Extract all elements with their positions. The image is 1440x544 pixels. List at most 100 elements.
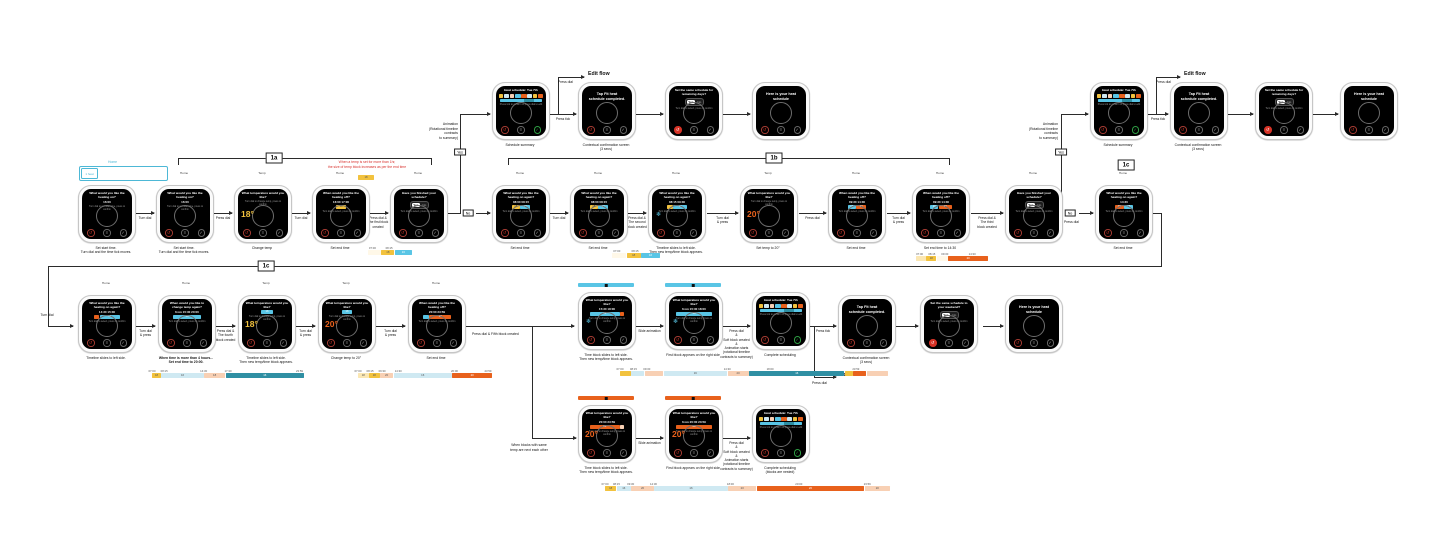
watch-bezel: Tap Fit heat schedule completed. ↺ ≡ ✓ xyxy=(838,295,896,353)
flow-arrow: Turn dial xyxy=(292,211,311,220)
watch-screen[interactable]: What temperature would you like? from 15… xyxy=(665,283,723,357)
watch-screen[interactable]: Home 18 Have you finished your schedule?… xyxy=(390,171,448,243)
badge-label: Temp xyxy=(258,171,266,175)
watch-screen[interactable]: What temperature would you like? 15:30 1… xyxy=(578,283,636,361)
screen-caption: Complete scheduling xyxy=(764,353,796,357)
watch-screen[interactable]: Temp 18 What temperature would you like?… xyxy=(238,281,296,364)
watch-screen[interactable]: Tap Fit heat schedule completed. ↺ ≡ ✓ C… xyxy=(838,295,896,364)
watch-display: Tap Fit heat schedule completed. ↺ ≡ ✓ xyxy=(1174,86,1224,136)
badge-label: Home xyxy=(431,281,441,285)
watch-screen[interactable]: What temperature would you like? 20:00 2… xyxy=(578,396,636,474)
button-row: ↺ ≡ ✓ xyxy=(669,336,719,344)
screen-question: What would you like the heating on? xyxy=(167,191,203,199)
flow-arrow: Press dial xyxy=(214,211,233,220)
timeline-chips: 16 xyxy=(242,310,292,315)
menu-icon: ≡ xyxy=(765,229,773,237)
watch-display: Heat schedule: Tue 7th Press tick to con… xyxy=(496,86,546,136)
screen-caption: Time block slides to left side. Then new… xyxy=(579,466,633,475)
watch-screen[interactable]: Here is your heat schedule ↺ ≡ ✓ xyxy=(1340,82,1398,140)
dial-circle xyxy=(1358,102,1380,124)
confirm-check-icon: ✓ xyxy=(449,339,457,347)
confirm-check-icon: ✓ xyxy=(953,229,961,237)
screen-question: Heat schedule: Tue 7th xyxy=(504,88,538,92)
watch-screen[interactable]: Home 16 When would you like to change te… xyxy=(158,281,216,364)
watch-screen[interactable]: Temp 20 What temperature would you like?… xyxy=(318,281,376,360)
watch-screen[interactable]: Home 16 What would you like the heating … xyxy=(78,281,136,360)
watch-display: When would you like the heating off? 09:… xyxy=(832,189,882,239)
watch-screen[interactable]: Home 20 When would you like the heating … xyxy=(912,171,970,250)
dial-circle xyxy=(252,205,274,227)
menu-icon: ≡ xyxy=(863,339,871,347)
toggle-no: No xyxy=(1037,202,1042,207)
watch-screen[interactable]: Tap Fit heat schedule completed. ↺ ≡ ✓ C… xyxy=(578,82,636,151)
watch-screen[interactable]: Here is your heat schedule ↺ ≡ ✓ xyxy=(752,82,810,140)
watch-screen[interactable]: Home 16 What would you like the heating … xyxy=(570,171,628,250)
screen-caption: Time block slides to left side. Then new… xyxy=(579,353,633,362)
flow-annotation: Home xyxy=(108,160,118,164)
watch-screen[interactable]: Set the same schedule for remaining days… xyxy=(665,82,723,140)
dial-circle xyxy=(96,205,118,227)
summary-bar xyxy=(1098,98,1140,103)
watch-display: Here is your heat schedule ↺ ≡ ✓ xyxy=(756,86,806,136)
toggle-yes: Yes xyxy=(411,202,420,207)
watch-screen[interactable]: Home 16 What would you like the heating … xyxy=(648,171,706,254)
watch-display: What temperature would you like? 16 Turn… xyxy=(322,299,372,349)
screen-question: Have you finished your schedule? xyxy=(401,191,437,199)
menu-icon: ≡ xyxy=(853,229,861,237)
screen-caption: Set end time xyxy=(846,246,866,250)
watch-screen[interactable]: Set the same schedule to your weekend? Y… xyxy=(920,295,978,353)
screen-question: What would you like the heating on? xyxy=(89,191,125,199)
temperature-value: 20° xyxy=(672,429,685,439)
flow-arrow xyxy=(460,112,491,116)
watch-bezel: Here is your heat schedule ↺ ≡ ✓ xyxy=(1340,82,1398,140)
watch-screen[interactable]: Heat schedule: Tue 7th Press tick to con… xyxy=(752,292,810,357)
connector-line xyxy=(460,114,461,214)
watch-screen[interactable]: Heat schedule: Tue 7th Press tick to con… xyxy=(492,82,550,147)
toggle-yes: Yes xyxy=(686,99,695,104)
watch-screen[interactable]: Home 20 Have you finished your schedule?… xyxy=(1005,171,1063,243)
watch-screen[interactable]: What temperature would you like? from 20… xyxy=(665,396,723,470)
watch-screen[interactable]: Home 20 When would you like the heating … xyxy=(408,281,466,360)
watch-display: What temperature would you like? Turn di… xyxy=(238,189,288,239)
back-icon: ↺ xyxy=(1014,229,1022,237)
connector-line xyxy=(1061,114,1062,214)
menu-icon: ≡ xyxy=(1280,126,1288,134)
badge-label: Home xyxy=(335,171,345,175)
menu-icon: ≡ xyxy=(690,336,698,344)
dial-circle xyxy=(770,102,792,124)
flow-arrow: Press dial & The second block created xyxy=(627,211,647,229)
watch-screen[interactable]: What would you like the heating on? 16:0… xyxy=(78,185,136,254)
watch-screen[interactable]: Home 16 What would you like the heating … xyxy=(492,171,550,250)
badge-chip xyxy=(665,283,721,288)
confirm-check-icon: ✓ xyxy=(793,336,801,344)
watch-screen[interactable]: Home 20 What would you like the heating … xyxy=(1095,171,1153,250)
back-icon: ↺ xyxy=(87,229,95,237)
dial-circle xyxy=(336,315,358,337)
watch-screen[interactable]: Set the same schedule for remaining days… xyxy=(1255,82,1313,140)
watch-screen[interactable]: Here is your heat schedule ↺ ≡ ✓ xyxy=(1005,295,1063,353)
watch-display: Heat schedule: Tue 7th Press tick to con… xyxy=(756,409,806,459)
watch-screen[interactable]: Heat schedule: Tue 7th Press tick to con… xyxy=(1090,82,1148,147)
confirm-check-icon: ✓ xyxy=(533,126,541,134)
watch-screen[interactable]: Heat schedule: Tue 7th Press tick to con… xyxy=(752,405,810,474)
watch-screen[interactable]: Home 20 When would you like the heating … xyxy=(828,171,886,250)
watch-screen[interactable]: Temp 18 What temperature would you like?… xyxy=(234,171,292,250)
watch-bezel: What temperature would you like? from 15… xyxy=(665,292,723,350)
timeline-bar: 18 xyxy=(358,171,374,180)
flow-arrow: Press dial & Soft block created & Animat… xyxy=(720,436,753,471)
temperature-value: 18° xyxy=(241,209,254,219)
confirm-check-icon: ✓ xyxy=(619,126,627,134)
watch-screen[interactable]: Home 18 When would you like the heating … xyxy=(312,171,370,250)
back-icon: ↺ xyxy=(1349,126,1357,134)
button-row: ↺ ≡ ✓ xyxy=(574,229,624,237)
back-icon: ↺ xyxy=(167,339,175,347)
watch-screen[interactable]: Temp 20 What temperature would you like?… xyxy=(740,171,798,250)
watch-bezel: What temperature would you like? 16 Turn… xyxy=(318,295,376,353)
watch-display: Here is your heat schedule ↺ ≡ ✓ xyxy=(1344,86,1394,136)
dial-circle xyxy=(408,205,430,227)
watch-screen[interactable]: Tap Fit heat schedule completed. ↺ ≡ ✓ C… xyxy=(1170,82,1228,151)
flow-arrow: Turn dial & press xyxy=(136,324,156,337)
watch-screen[interactable]: Home 16 What would you like the heating … xyxy=(156,171,214,254)
